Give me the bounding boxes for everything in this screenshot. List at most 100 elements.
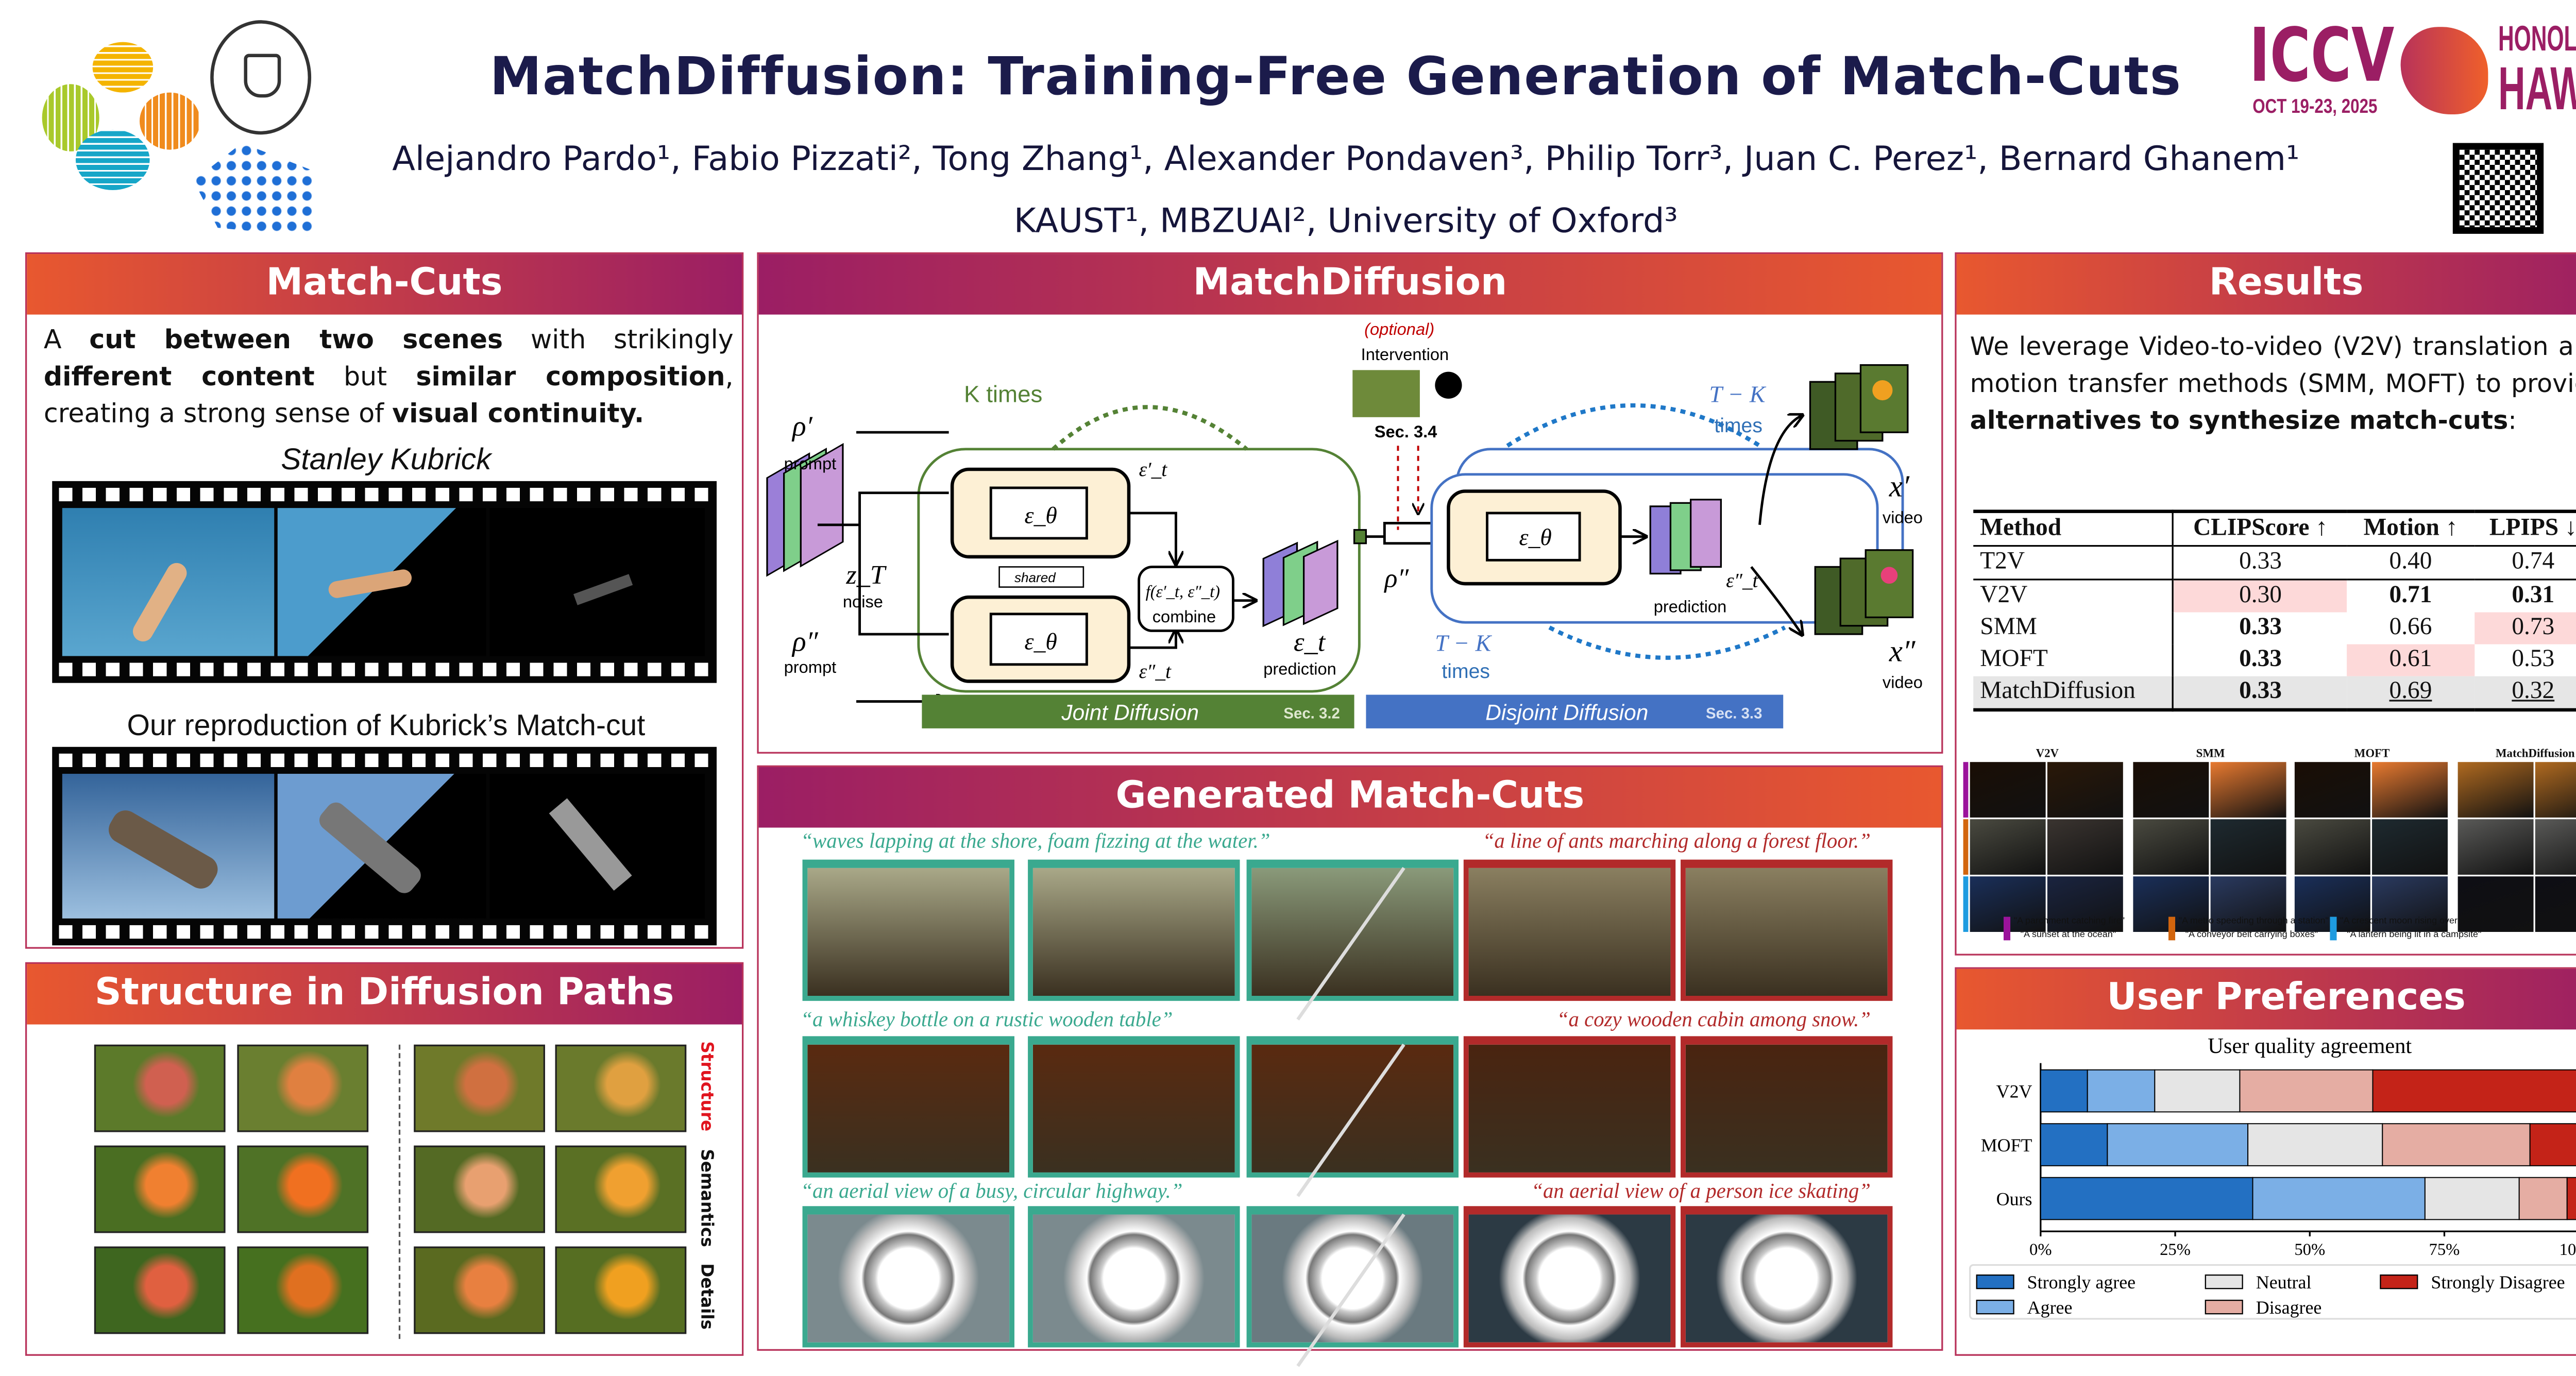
scissors-cut-line [1296, 867, 1405, 1021]
qr-code[interactable] [2452, 143, 2544, 234]
panel-title: User Preferences [1956, 969, 2576, 1030]
legend-prompt-a: "A metro speeding through a station" [2178, 916, 2329, 927]
match-cuts-description: A cut between two scenes with strikingly… [43, 325, 734, 429]
diffusion-step-image [555, 1246, 687, 1334]
structure-label: Structure [696, 1041, 715, 1132]
diffusion-step-image [94, 1246, 226, 1334]
legend-swatch [2003, 916, 2011, 941]
comparison-frame [2458, 819, 2534, 875]
x-tick-label: 50% [2294, 1241, 2325, 1259]
legend-label: Agree [2027, 1297, 2073, 1318]
results-panel: Results We leverage Video-to-video (V2V)… [1955, 252, 2576, 956]
divider [398, 1044, 401, 1339]
legend-swatch [2330, 916, 2337, 941]
bar-strongly-disagree [2566, 1177, 2576, 1220]
generated-frame [1681, 1206, 1893, 1348]
diffusion-step-image [414, 1246, 545, 1334]
caption-left: “an aerial view of a busy, circular high… [801, 1179, 1183, 1203]
iccv-logo: ICCV OCT 19-23, 2025 HONOLULU HAWAII [2249, 13, 2576, 123]
noise-latent-icon [766, 443, 844, 577]
diffusion-step-image [237, 1044, 369, 1132]
svg-text:f(ε′_t, ε″_t): f(ε′_t, ε″_t) [1146, 583, 1220, 601]
poster-title: MatchDiffusion: Training-Free Generation… [489, 47, 2182, 108]
comparison-frame [2535, 762, 2576, 818]
method-label: MatchDiffusion [2495, 746, 2575, 760]
diffusion-step-image [414, 1145, 545, 1233]
strip-label: Our reproduction of Kubrick’s Match-cut [127, 708, 646, 742]
scissors-cut-line [1296, 1213, 1405, 1367]
results-description: We leverage Video-to-video (V2V) transla… [1970, 331, 2576, 436]
bar-strongly-disagree [2372, 1069, 2576, 1113]
output-video-1 [1809, 364, 1909, 450]
bar-strongly-agree [2040, 1123, 2108, 1166]
comparison-frame [2535, 819, 2576, 875]
legend-prompt-b: "A conveyor belt carrying boxes" [2185, 930, 2318, 941]
svg-text:x″: x″ [1889, 634, 1916, 668]
oxford-seal [210, 20, 312, 135]
comparison-frame [2047, 819, 2123, 875]
generated-frame [1463, 1206, 1676, 1348]
bar-disagree [2239, 1069, 2374, 1113]
bar-disagree [2382, 1123, 2531, 1166]
svg-text:times: times [1714, 415, 1762, 437]
svg-text:ε_θ: ε_θ [1025, 502, 1057, 529]
comparison-frame [2133, 762, 2209, 818]
method-label: MOFT [2354, 746, 2390, 760]
prediction-latent-icon [1262, 539, 1338, 627]
bar-strongly-disagree [2529, 1123, 2576, 1166]
diffusion-step-image [555, 1044, 687, 1132]
generated-frame [802, 1036, 1014, 1178]
comparison-frame [1970, 819, 2046, 875]
svg-text:ε_θ: ε_θ [1025, 628, 1057, 654]
svg-text:ρ′: ρ′ [791, 411, 813, 443]
legend-label: Neutral [2256, 1272, 2312, 1293]
method-diagram: ρ′ prompt ρ″ prompt z_T noise K times ε_… [766, 319, 1923, 728]
row-color-bar [1963, 876, 1969, 932]
generated-frame [802, 1206, 1014, 1348]
svg-text:ρ″: ρ″ [791, 626, 819, 658]
comparison-frame [2535, 876, 2576, 932]
x-tick-label: 0% [2029, 1241, 2052, 1259]
bar-strongly-agree [2040, 1177, 2253, 1220]
comparison-frame [2047, 762, 2123, 818]
svg-text:ε_t: ε_t [1294, 627, 1326, 657]
comparison-frame [2047, 876, 2123, 932]
x-tick-label: 75% [2429, 1241, 2460, 1259]
svg-text:Sec. 3.4: Sec. 3.4 [1375, 422, 1437, 441]
generated-frame [802, 859, 1014, 1001]
diffusion-step-image [237, 1246, 369, 1334]
bar-agree [2087, 1069, 2156, 1113]
svg-text:Intervention: Intervention [1361, 345, 1449, 364]
caption-right: “an aerial view of a person ice skating” [1531, 1179, 1871, 1203]
disjoint-diffusion-bar [1366, 694, 1784, 728]
svg-text:prediction: prediction [1654, 597, 1727, 616]
legend-prompt-a: "A crescent moon rising over a desert" [2340, 916, 2497, 927]
legend [1969, 1264, 2576, 1320]
joint-diffusion-bar [922, 694, 1354, 728]
svg-text:prompt: prompt [784, 657, 837, 676]
method-label: SMM [2196, 746, 2225, 760]
svg-text:x′: x′ [1889, 469, 1910, 503]
diffusion-step-image [555, 1145, 687, 1233]
bar-neutral [2247, 1123, 2383, 1166]
legend-label: Disagree [2256, 1297, 2322, 1318]
legend-swatch [1976, 1299, 2014, 1315]
caption-left: “a whiskey bottle on a rustic wooden tab… [801, 1007, 1173, 1031]
row-color-bar [1963, 819, 1969, 875]
svg-text:ε″_t: ε″_t [1139, 660, 1172, 683]
diffusion-step-image [237, 1145, 369, 1233]
semantics-label: Semantics [696, 1149, 715, 1247]
svg-text:combine: combine [1153, 607, 1216, 626]
strip-label: Stanley Kubrick [281, 442, 492, 477]
comparison-frame [2458, 762, 2534, 818]
panel-title: MatchDiffusion [758, 254, 1942, 315]
legend-prompt-b: "A sunset at the ocean" [2020, 930, 2116, 941]
kubrick-filmstrip [52, 481, 717, 683]
comparison-frame [2210, 762, 2286, 818]
comparison-frame [2372, 876, 2448, 932]
